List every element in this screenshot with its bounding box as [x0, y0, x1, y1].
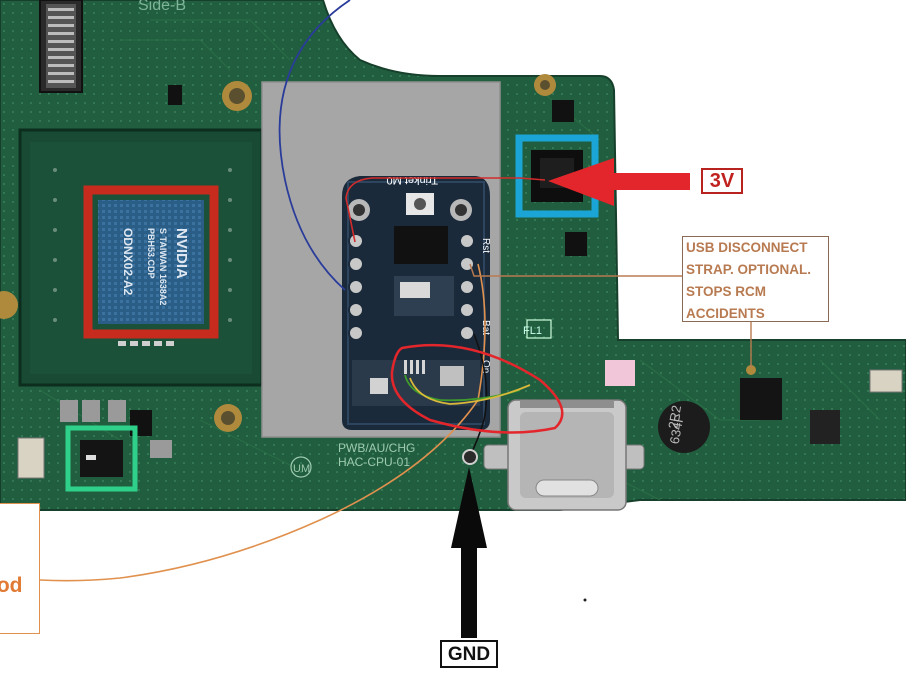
- top-connector: [39, 0, 83, 93]
- usb-callout-line-2: STRAP. OPTIONAL.: [686, 262, 812, 277]
- callout-3v: 3V: [701, 168, 743, 194]
- callout-mod-box: nod: [0, 503, 40, 634]
- board-mark: UM: [293, 463, 310, 475]
- component-cluster-right: FL1: [523, 100, 903, 444]
- soc-brand: NVIDIA: [173, 228, 190, 279]
- on-label: On: [480, 360, 491, 373]
- fl1-label: FL1: [523, 325, 542, 337]
- usb-callout-line-4: ACCIDENTS: [686, 306, 765, 321]
- trinket-label: Trinket M0: [386, 174, 438, 186]
- gnd-pad: [462, 449, 478, 465]
- red-3v-arrow: [548, 158, 690, 206]
- trinket-m0-board: Trinket M0 Rst Bat On: [342, 174, 491, 430]
- callout-mod-text: nod: [0, 574, 23, 597]
- callout-usb-disconnect: USB DISCONNECT STRAP. OPTIONAL. STOPS RC…: [682, 236, 829, 322]
- usb-strap-line: [469, 263, 682, 277]
- red-ellipse-highlight: [390, 343, 564, 434]
- yellow-wire: [409, 377, 531, 405]
- usb-callout-line-1: USB DISCONNECT: [686, 240, 808, 255]
- usb-c-port: [483, 399, 645, 511]
- component-cluster-left: [17, 85, 182, 479]
- soc-line2: PBH53.CDP: [146, 228, 156, 279]
- orange-wire: [39, 263, 486, 582]
- usb-callout-line-3: STOPS RCM: [686, 284, 767, 299]
- red-wire: [345, 177, 546, 243]
- inductor-2r2: 2R2 634F: [658, 401, 710, 453]
- screw-holes: [0, 74, 556, 432]
- board-text-1: PWB/AU/CHG: [338, 441, 415, 455]
- soc-line1: S TAIWAN 1638A2: [158, 228, 168, 305]
- soc-model: ODNX02-A2: [121, 228, 135, 296]
- inductor-line2: 634F: [667, 413, 687, 445]
- silk-side-b: Side-B: [138, 0, 186, 14]
- green-highlight-chip: [65, 425, 138, 492]
- black-wire: [469, 333, 488, 457]
- black-gnd-arrow: [451, 467, 487, 638]
- callout-gnd: GND: [440, 640, 498, 668]
- board-text-2: HAC-CPU-01: [338, 455, 410, 469]
- blue-wire: [278, 0, 351, 291]
- soc-package: NVIDIA S TAIWAN 1638A2 PBH53.CDP ODNX02-…: [18, 128, 264, 387]
- inductor-line1: 2R2: [665, 404, 684, 430]
- rst-label: Rst: [480, 238, 491, 253]
